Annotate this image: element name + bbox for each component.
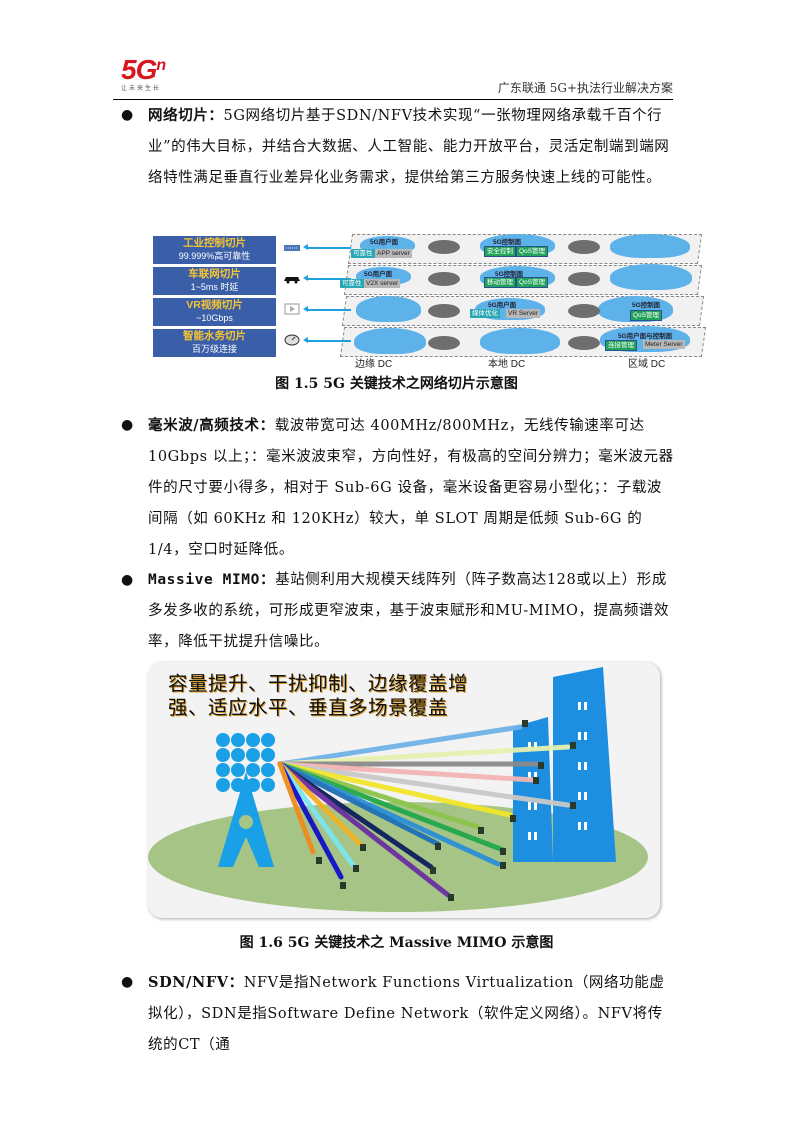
plane-label: 5G控制面 xyxy=(493,239,522,246)
section-text: 基站侧利用大规模天线阵列（阵子数高达128或以上）形成多发多收的系统，可形成更窄… xyxy=(148,572,670,650)
section-text: 5G网络切片基于SDN/NFV技术实现“一张物理网络承载千百个行业”的伟大目标，… xyxy=(148,108,670,186)
tag-v2x-server: V2X server xyxy=(364,279,401,288)
bullet-icon: ● xyxy=(121,417,134,433)
tag-reliability: 可靠性 xyxy=(340,279,364,288)
massive-mimo-diagram: 容量提升、干扰抑制、边缘覆盖增 强、适应水平、垂直多场景覆盖 xyxy=(148,662,660,918)
bullet-icon: ● xyxy=(121,107,134,123)
dc-label-regional: 区域 DC xyxy=(628,359,666,370)
arrow-icon xyxy=(303,244,351,250)
video-icon xyxy=(284,303,300,315)
mimo-title-line-2: 强、适应水平、垂直多场景覆盖 xyxy=(168,696,449,719)
bullet-icon: ● xyxy=(121,974,134,990)
transport-cloud-icon xyxy=(568,336,600,350)
section-mmwave: ● 毫米波/高频技术：载波带宽可达 400MHz/800MHz，无线传输速率可达… xyxy=(121,410,676,566)
transport-cloud-icon xyxy=(428,272,460,286)
arrow-icon xyxy=(303,306,351,312)
logo-subtitle: 让未来生长 xyxy=(121,86,162,92)
cloud-icon xyxy=(354,328,426,354)
section-text: 载波带宽可达 400MHz/800MHz，无线传输速率可达 10Gbps 以上；… xyxy=(148,418,674,558)
plane-label: 5G控制面 xyxy=(632,302,661,309)
transport-cloud-icon xyxy=(568,272,600,286)
section-label: SDN/NFV： xyxy=(148,974,244,991)
section-label: 网络切片： xyxy=(148,107,224,124)
document-title: 广东联通 5G+执法行业解决方案 xyxy=(497,81,673,95)
tag-reliability: 可靠性 xyxy=(351,249,375,258)
meter-icon xyxy=(284,334,300,346)
slice-vehicle-network: 车联网切片 1~5ms 时延 xyxy=(153,267,276,295)
figure-caption-1-6: 图 1.6 5G 关键技术之 Massive MIMO 示意图 xyxy=(239,935,554,951)
tag-mobility-management: 移动管理 xyxy=(484,277,516,288)
transport-cloud-icon xyxy=(568,304,600,318)
terminal-icons xyxy=(316,720,576,901)
tag-qos-management: QoS管理 xyxy=(516,246,549,257)
tag-security-control: 安全控制 xyxy=(484,246,516,257)
transport-cloud-icon xyxy=(428,304,460,318)
logo-superscript: n xyxy=(156,57,166,74)
plane-label: 5G用户面 xyxy=(364,271,393,278)
tag-app-server: APP server xyxy=(375,249,412,258)
arrow-icon xyxy=(303,337,351,343)
tower-icon xyxy=(218,772,274,867)
brand-logo: 5Gn 让未来生长 xyxy=(121,54,166,93)
section-network-slicing: ● 网络切片：5G网络切片基于SDN/NFV技术实现“一张物理网络承载千百个行业… xyxy=(121,100,676,194)
mimo-illustration xyxy=(148,667,648,912)
bullet-icon: ● xyxy=(121,572,134,588)
car-icon xyxy=(284,277,300,284)
logo-text: 5G xyxy=(121,54,157,85)
section-massive-mimo: ● Massive MIMO：基站侧利用大规模天线阵列（阵子数高达128或以上）… xyxy=(121,565,676,658)
router-icon xyxy=(284,245,300,251)
dc-label-local: 本地 DC xyxy=(488,359,526,370)
plane-label: 5G用户面 xyxy=(370,239,399,246)
beams xyxy=(277,724,571,898)
tag-connection-management: 连接管理 xyxy=(605,340,637,351)
tag-qos-management: QoS管理 xyxy=(516,277,549,288)
network-slicing-diagram: 工业控制切片 99.999%高可靠性 车联网切片 1~5ms 时延 VR视频切片… xyxy=(150,230,707,370)
cloud-icon xyxy=(356,296,421,322)
tag-qos-management: QoS管理 xyxy=(630,310,663,321)
plane-label: 5G控制面 xyxy=(495,271,524,278)
building-icon xyxy=(513,667,616,862)
arrow-icon xyxy=(303,275,351,281)
cloud-icon xyxy=(480,328,560,354)
transport-cloud-icon xyxy=(568,240,600,254)
transport-cloud-icon xyxy=(428,336,460,350)
plane-label: 5G用户面与控制面 xyxy=(618,333,673,340)
dc-label-edge: 边缘 DC xyxy=(355,359,393,370)
tag-vr-server: VR Server xyxy=(506,309,540,318)
section-label: Massive MIMO： xyxy=(148,572,276,588)
figure-caption-1-5: 图 1.5 5G 关键技术之网络切片示意图 xyxy=(275,376,518,392)
tag-meter-server: Meter Server xyxy=(643,340,685,349)
section-sdn-nfv: ● SDN/NFV：NFV是指Network Functions Virtual… xyxy=(121,967,676,1061)
page-header: 5Gn 让未来生长 广东联通 5G+执法行业解决方案 xyxy=(113,55,673,100)
mimo-title: 容量提升、干扰抑制、边缘覆盖增 强、适应水平、垂直多场景覆盖 xyxy=(168,672,468,720)
tag-media-optimization: 媒体优化 xyxy=(470,309,500,318)
section-label: 毫米波/高频技术： xyxy=(148,417,275,434)
slice-smart-water: 智能水务切片 百万级连接 xyxy=(153,329,276,357)
cloud-icon xyxy=(610,264,692,290)
slice-vr-video: VR视频切片 ~10Gbps xyxy=(153,298,276,326)
cloud-icon xyxy=(610,234,690,258)
slice-industrial-control: 工业控制切片 99.999%高可靠性 xyxy=(153,236,276,264)
section-text: NFV是指Network Functions Virtualization（网络… xyxy=(148,975,665,1053)
transport-cloud-icon xyxy=(428,240,460,254)
plane-label: 5G用户面 xyxy=(488,302,517,309)
mimo-title-line-1: 容量提升、干扰抑制、边缘覆盖增 xyxy=(168,672,469,695)
